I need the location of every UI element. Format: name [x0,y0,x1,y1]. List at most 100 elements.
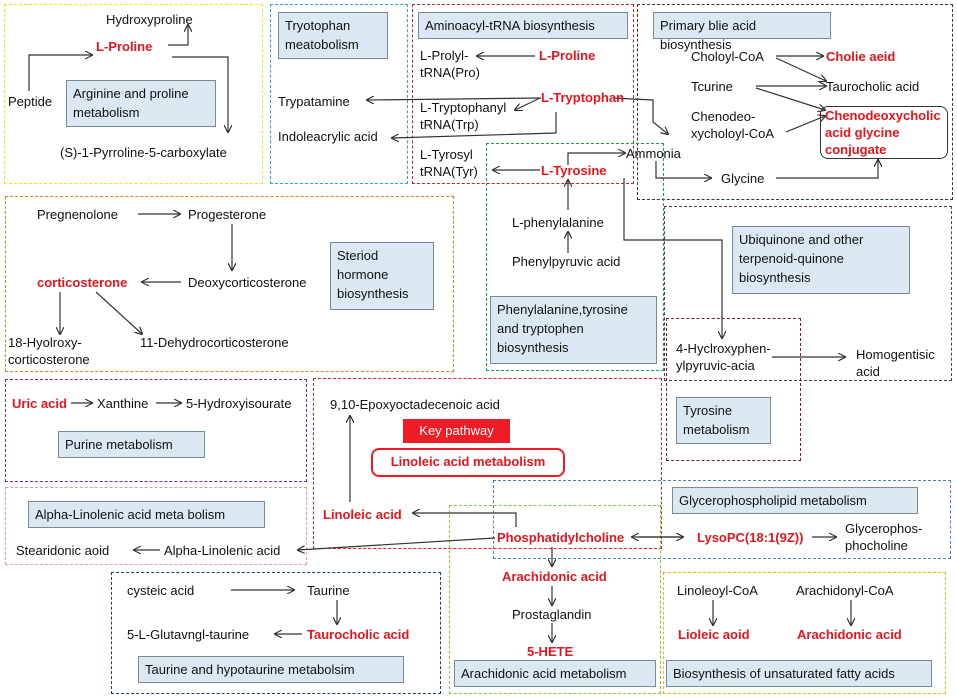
node-alpha-linolenic: Alpha-Linolenic acid [164,543,281,558]
ubiquinone-group-frame [664,206,952,381]
key-pathway-name: Linoleic acid metabolism [371,448,565,477]
arrow-proline-pyrroline [172,56,228,132]
node-taurine: Taurine [307,583,350,598]
node-l-proline-b: L-Proline [539,48,596,63]
arrow-choloyl-taurocholic [775,57,826,81]
node-trypatamine: Trypatamine [278,94,350,109]
purine-title: Purine metabolism [58,431,205,458]
purine-group-frame [5,379,307,482]
node-ammonia: Ammonia [626,146,681,161]
node-glycine: Glycine [721,171,765,186]
arginine-title: Arginine and proline metabolism [66,80,216,127]
glycero-title: Glycerophospholipid metabolism [672,487,918,514]
arrow-tcurine-cdca [755,87,825,110]
linoleic-group-frame [313,378,662,549]
taurine-group-frame [111,572,441,694]
arrow-tryptophan-trypatamine [367,98,542,100]
node-tcurine: Tcurine [691,79,733,94]
node-homogentisic: Homogentisic acid [856,347,935,379]
node-hydroxy18: 18-Hyolroxy- corticosterone [8,335,90,367]
phenylalanine-group-frame [486,143,664,371]
bile-title: Primary blie acid biosynthesis [653,12,831,52]
arginine-group-frame [4,4,263,184]
arrow-tyrosine-hydroxyphen [623,178,722,338]
taurine-title: Taurine and hypotaurine metabolsim [138,656,404,683]
arrow-corticosterone-dehydro11 [95,291,142,334]
glycero-group-frame [493,480,951,559]
node-chenodeo: Chenodeo- xycholoyl-CoA [691,109,775,141]
node-lioleic-aoid: Lioleic aoid [678,627,750,642]
arrow-ammonia-glycine [655,161,711,178]
unsaturated-title: Biosynthesis of unsaturated fatty acids [666,660,932,687]
node-arachidonyl-coa: Arachidonyl-CoA [796,583,894,598]
node-hydroxyisourate: 5-Hydroxyisourate [186,396,292,411]
tyrosine-group-frame [666,318,801,461]
arrow-proline-hydroxyproline [168,25,188,46]
node-cysteic: cysteic acid [127,583,195,598]
unsaturated-group-frame [663,572,946,694]
node-prostaglandin: Prostaglandin [512,607,592,622]
aminoacyl-group-frame [412,4,634,184]
cdca-glycine-frame [820,106,948,159]
node-hete: 5-HETE [527,644,574,659]
node-cdca-glycine: Chenodeoxycholic acid glycine conjugate [825,108,941,157]
node-tryptophanyl-trna: L-Tryptophanyl tRNA(Trp) [420,100,507,132]
arrow-chenodeo-cdca [785,116,825,133]
arrow-tryptophan-trna [515,97,541,110]
tryptophan-title: Tryotophan meatobolism [278,12,388,59]
node-l-tryptophan: L-Tryptophan [541,90,625,105]
node-taurocholic-a: Taurocholic acid [826,79,920,94]
node-deoxycorticosterone: Deoxycorticosterone [188,275,307,290]
key-pathway-tag: Key pathway [403,419,510,443]
node-glutavngl: 5-L-Glutavngl-taurine [127,627,250,642]
alpha-title: Alpha-Linolenic acid meta bolism [28,501,265,528]
node-choloyl-coa: Choloyl-CoA [691,49,764,64]
arrow-tyrosine-ammonia [567,153,625,165]
node-l-phenylalanine: L-phenylalanine [512,215,604,230]
node-progesterone: Progesterone [188,207,267,222]
steroid-group-frame [5,196,454,372]
node-hydroxyproline: Hydroxyproline [106,12,193,27]
node-lysopc: LysoPC(18:1(9Z)) [697,530,804,545]
node-epoxy: 9,10-Epoxyoctadecenoic acid [330,397,500,412]
node-linoleoyl-coa: Linoleoyl-CoA [677,583,758,598]
node-cholie-aeid: Cholie aeid [826,49,896,64]
tyrosine-title: Tyrosine metabolism [676,397,771,444]
node-pregnenolone: Pregnenolone [37,207,118,222]
node-arachidonic-c: Arachidonic acid [797,627,902,642]
node-corticosterone: corticosterone [37,275,128,290]
arrow-glycine-cdca [776,160,878,179]
node-dehydro11: 11-Dehydrocorticosterone [140,335,289,350]
arrow-pc-alpha [298,537,496,550]
phenylalanine-title: Phenylalanine,tyrosine and tryptophen bi… [490,296,657,364]
node-pyrroline: (S)-1-Pyrroline-5-carboxylate [60,145,227,160]
node-stearidonic: Stearidonic aoid [16,543,110,558]
arrow-tryptophan-ammonia [612,97,668,134]
node-l-proline-a: L-Proline [96,39,153,54]
node-taurocholic-b: Taurocholic acid [307,627,410,642]
node-arachidonic: Arachidonic acid [502,569,607,584]
arachidonic-title: Arachidonic acid metabolism [454,660,656,687]
node-indoleacrylic: Indoleacrylic acid [278,129,378,144]
node-tyrosyl-trna: L-Tyrosyl tRNA(Tyr) [420,147,478,179]
arrow-peptide-proline [28,55,92,91]
alpha-group-frame [5,487,307,565]
aminoacyl-title: Aminoacyl-tRNA biosynthesis [418,12,628,39]
node-linoleic-acid: Linoleic acid [323,507,402,522]
steroid-title: Steriod hormone biosynthesis [330,242,434,310]
node-prolyl-trna: L-Prolyl- tRNA(Pro) [420,48,480,80]
arachidonic-group-frame [449,505,661,694]
node-peptide: Peptide [8,94,53,109]
arrow-pc-linoleic [413,513,517,527]
node-uric-acid: Uric acid [12,396,67,411]
node-phenylpyruvic: Phenylpyruvic acid [512,254,621,269]
bile-group-frame [637,4,953,200]
node-hydroxyphen: 4-Hyclroxyphen- ylpyruvic-acia [676,341,771,373]
node-xanthine: Xanthine [97,396,149,411]
node-l-tyrosine: L-Tyrosine [541,163,607,178]
arrow-tryptophan-indole [392,112,557,138]
tryptophan-group-frame [270,4,408,184]
node-glycerophos: Glycerophos- phocholine [845,521,923,553]
